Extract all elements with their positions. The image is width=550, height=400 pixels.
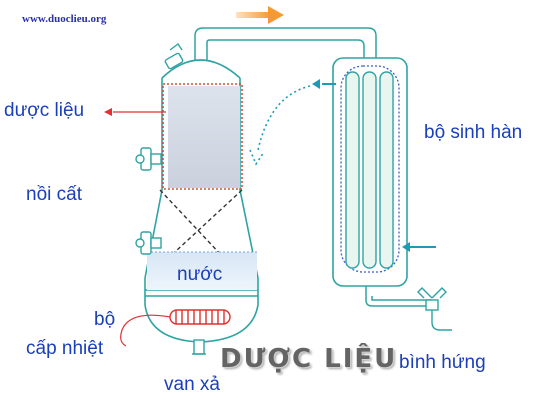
receiver-tap — [417, 287, 452, 331]
label-still-pot: nồi cất — [26, 184, 82, 205]
coolant-out-arrow — [312, 79, 336, 89]
site-watermark: www.duoclieu.org — [22, 13, 107, 25]
vapor-flow-arrow — [236, 6, 284, 24]
water-region — [147, 251, 257, 290]
condenser — [332, 57, 432, 307]
label-receiver: bình hứng — [399, 352, 486, 373]
label-heater-line1: bộ — [94, 309, 116, 330]
label-herb: dược liệu — [4, 100, 85, 121]
label-heater-line2: cấp nhiệt — [26, 338, 104, 359]
label-condenser: bộ sinh hàn — [424, 122, 523, 143]
heating-coil — [169, 309, 231, 325]
sight-valve-upper — [135, 147, 162, 171]
cross-support — [149, 189, 243, 276]
brand-logo: DƯỢC LIỆU — [220, 344, 398, 374]
herb-basket — [162, 83, 243, 190]
reflux-flow-arrow — [249, 85, 311, 166]
coolant-in-arrow — [402, 242, 436, 252]
vapor-pipe — [194, 27, 377, 60]
sight-valve-lower — [135, 231, 162, 255]
lid-clamp — [164, 42, 184, 70]
drain-valve — [192, 339, 206, 355]
label-water: nước — [177, 264, 223, 285]
label-leaders — [104, 108, 171, 347]
label-drain-valve: van xả — [164, 374, 220, 395]
